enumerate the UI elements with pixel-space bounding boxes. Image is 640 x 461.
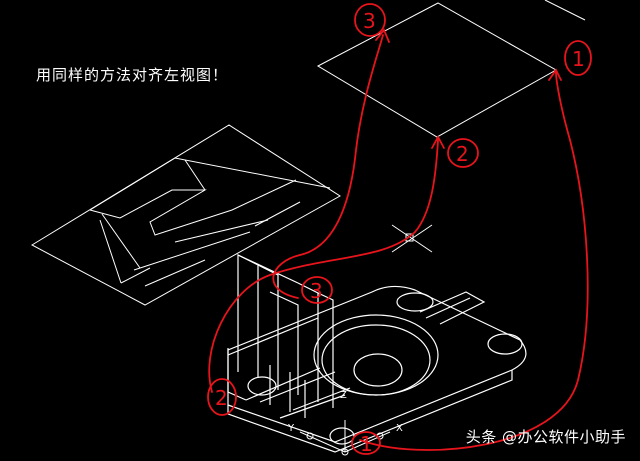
annotation-number-top-2: 2 <box>456 142 469 166</box>
marker-circle-top-3 <box>354 3 386 37</box>
source-watermark: 头条 @办公软件小助手 <box>465 428 626 446</box>
axis-label-z: Z <box>340 390 347 401</box>
marker-circle-base-1 <box>351 431 381 455</box>
top-view-plane <box>316 0 586 138</box>
marker-circle-left-3 <box>301 276 333 304</box>
annotation-number-left-2: 2 <box>215 386 228 410</box>
axis-label-y: Y <box>287 423 295 434</box>
annotation-number-left-3: 3 <box>310 279 323 303</box>
isometric-part <box>227 254 527 453</box>
left-view-plane <box>30 124 341 306</box>
alignment-curves <box>208 28 589 451</box>
axis-label-x: X <box>396 423 403 434</box>
marker-circle-left-2 <box>207 378 237 416</box>
annotation-markers <box>207 3 592 455</box>
annotation-number-base-1: 1 <box>360 432 373 456</box>
annotation-numbers: 3 1 2 3 2 1 <box>215 9 585 456</box>
crosshair-cursor-icon <box>391 224 433 253</box>
annotation-number-top-1: 1 <box>572 47 585 71</box>
marker-circle-top-2 <box>447 138 479 168</box>
instruction-caption: 用同样的方法对齐左视图！ <box>36 66 229 84</box>
annotation-number-top-3: 3 <box>363 9 376 33</box>
marker-circle-top-1 <box>564 40 592 76</box>
